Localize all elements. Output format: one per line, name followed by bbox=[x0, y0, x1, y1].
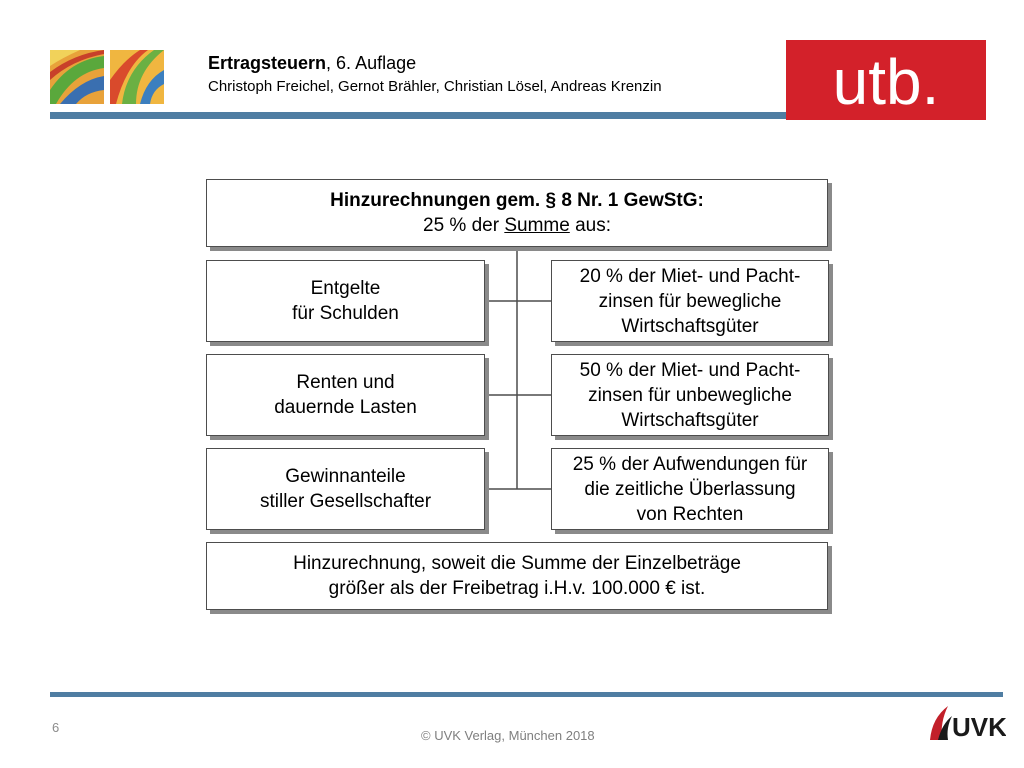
svg-text:UVK: UVK bbox=[952, 712, 1006, 742]
box-text-line: zinsen für bewegliche bbox=[599, 289, 782, 314]
box-renten-lasten: Renten und dauernde Lasten bbox=[206, 354, 485, 436]
footer-divider bbox=[50, 692, 1003, 697]
box-text-line: 25 % der Aufwendungen für bbox=[573, 452, 808, 477]
page-number: 6 bbox=[52, 720, 59, 735]
box-text-line: dauernde Lasten bbox=[274, 395, 417, 420]
box-hinzurechnungen-subtitle: 25 % der Summe aus: bbox=[423, 213, 611, 238]
box-entgelte-schulden: Entgelte für Schulden bbox=[206, 260, 485, 342]
box-text-line: Wirtschaftsgüter bbox=[621, 408, 758, 433]
box-text-line: zinsen für unbewegliche bbox=[588, 383, 792, 408]
box-text-line: für Schulden bbox=[292, 301, 399, 326]
header-divider bbox=[50, 112, 850, 119]
box-text-line: stiller Gesellschafter bbox=[260, 489, 431, 514]
box-text-line: 50 % der Miet- und Pacht- bbox=[580, 358, 801, 383]
box-text-line: Renten und bbox=[296, 370, 394, 395]
box-gewinnanteile: Gewinnanteile stiller Gesellschafter bbox=[206, 448, 485, 530]
box-text-line: von Rechten bbox=[637, 502, 744, 527]
book-title: Ertragsteuern, 6. Auflage bbox=[208, 52, 416, 74]
uvk-logo: UVK bbox=[926, 702, 1006, 742]
box-text-line: die zeitliche Überlassung bbox=[584, 477, 795, 502]
box-text-line: Hinzurechnung, soweit die Summe der Einz… bbox=[293, 551, 741, 576]
box-text-line: Entgelte bbox=[311, 276, 381, 301]
utb-logo: utb. bbox=[786, 40, 986, 120]
box-text-line: Gewinnanteile bbox=[285, 464, 405, 489]
box-text-line: Wirtschaftsgüter bbox=[621, 314, 758, 339]
box-hinzurechnungen: Hinzurechnungen gem. § 8 Nr. 1 GewStG: 2… bbox=[206, 179, 828, 247]
box-rechteueberlassung: 25 % der Aufwendungen für die zeitliche … bbox=[551, 448, 829, 530]
copyright-notice: © UVK Verlag, München 2018 bbox=[421, 728, 595, 743]
box-text-line: größer als der Freibetrag i.H.v. 100.000… bbox=[329, 576, 706, 601]
svg-text:utb.: utb. bbox=[833, 46, 940, 118]
box-miet-pacht-beweglich: 20 % der Miet- und Pacht- zinsen für bew… bbox=[551, 260, 829, 342]
cover-thumbnail-1 bbox=[50, 50, 104, 104]
box-freibetrag: Hinzurechnung, soweit die Summe der Einz… bbox=[206, 542, 828, 610]
box-text-line: 20 % der Miet- und Pacht- bbox=[580, 264, 801, 289]
box-miet-pacht-unbeweglich: 50 % der Miet- und Pacht- zinsen für unb… bbox=[551, 354, 829, 436]
cover-thumbnail-2 bbox=[110, 50, 164, 104]
box-hinzurechnungen-title: Hinzurechnungen gem. § 8 Nr. 1 GewStG: bbox=[330, 188, 704, 213]
book-authors: Christoph Freichel, Gernot Brähler, Chri… bbox=[208, 77, 662, 96]
